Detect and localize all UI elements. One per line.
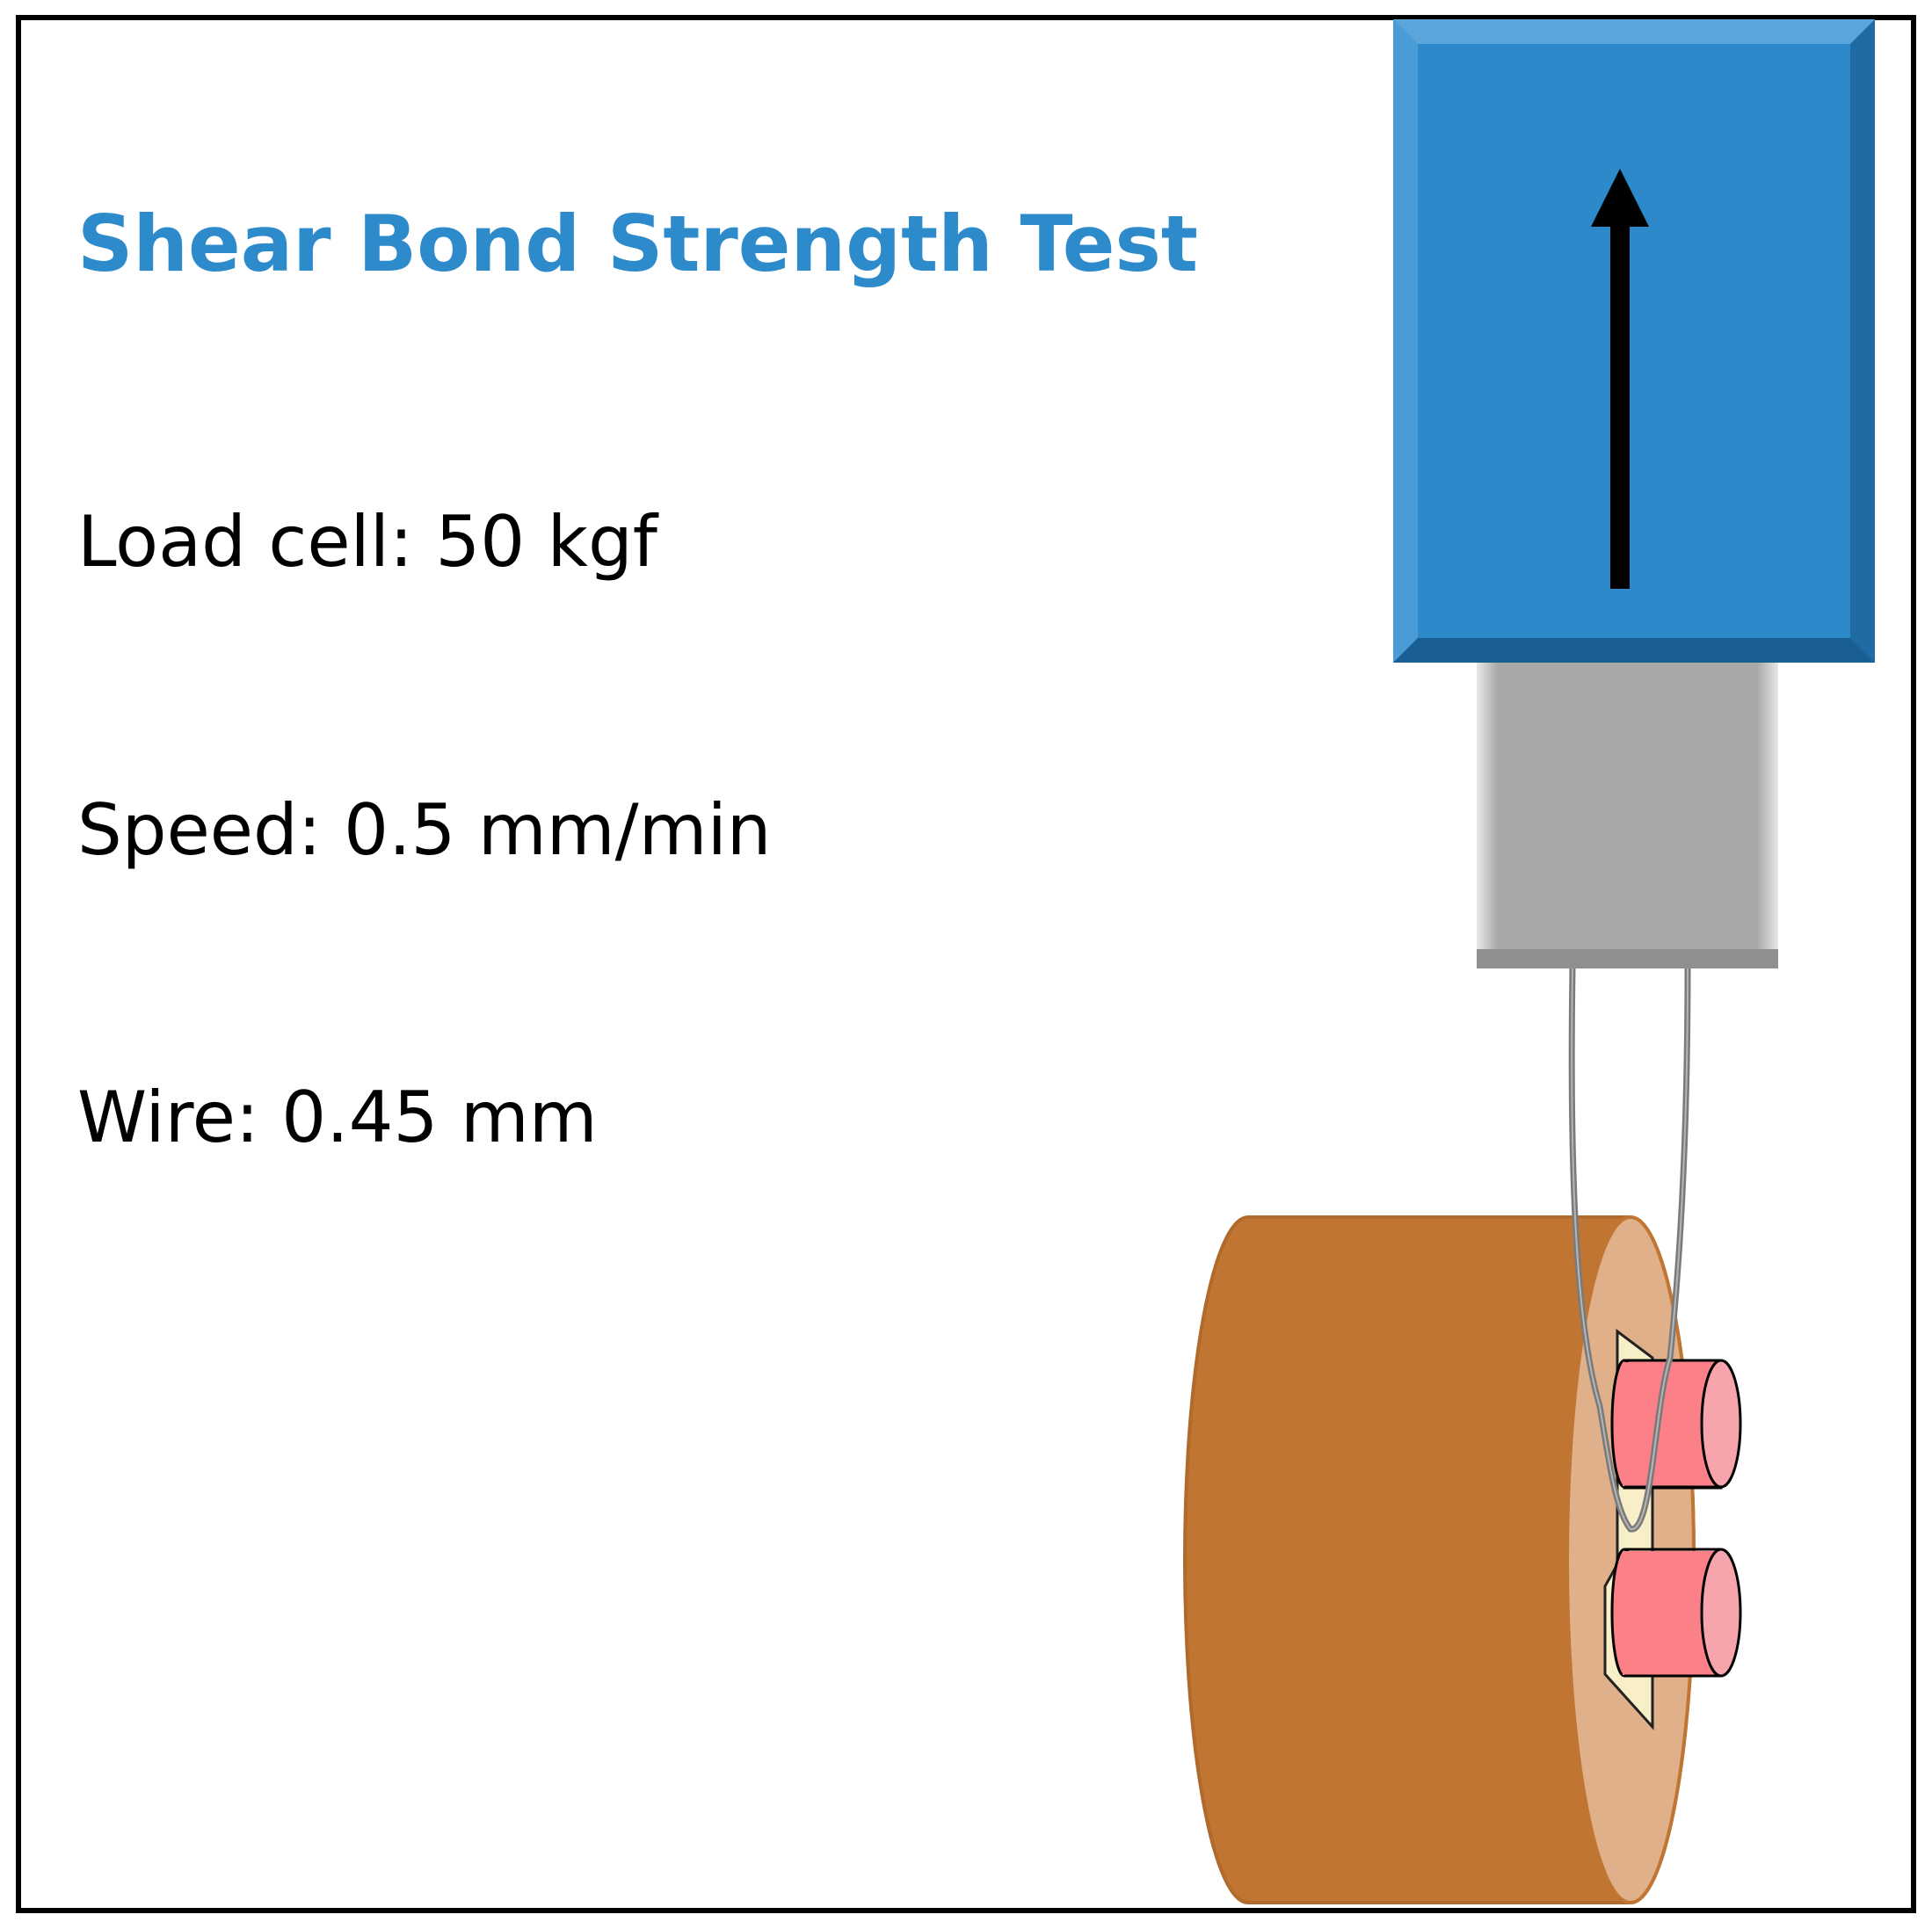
grip-block bbox=[1477, 663, 1778, 968]
crosshead-bevel-right bbox=[1850, 19, 1875, 663]
crosshead-bevel-top bbox=[1393, 19, 1875, 44]
wire-highlight bbox=[1571, 968, 1689, 1530]
wire-label: Wire: 0.45 mm bbox=[77, 1077, 598, 1158]
speed-label: Speed: 0.5 mm/min bbox=[77, 789, 772, 871]
grip-body bbox=[1477, 663, 1778, 968]
arrow-shaft bbox=[1610, 220, 1630, 589]
crosshead-block bbox=[1393, 19, 1875, 663]
load-cell-label: Load cell: 50 kgf bbox=[77, 501, 657, 583]
crosshead-bevel-bottom bbox=[1393, 638, 1875, 663]
grip-bottom-edge bbox=[1477, 949, 1778, 968]
bracket-lower bbox=[1610, 1548, 1742, 1678]
crosshead-body bbox=[1393, 19, 1875, 663]
bracket-upper bbox=[1610, 1359, 1742, 1490]
diagram-title: Shear Bond Strength Test bbox=[77, 199, 1198, 289]
crosshead-bevel-left bbox=[1393, 19, 1418, 663]
arrow-head bbox=[1591, 169, 1649, 227]
up-arrow-icon bbox=[1591, 169, 1649, 589]
